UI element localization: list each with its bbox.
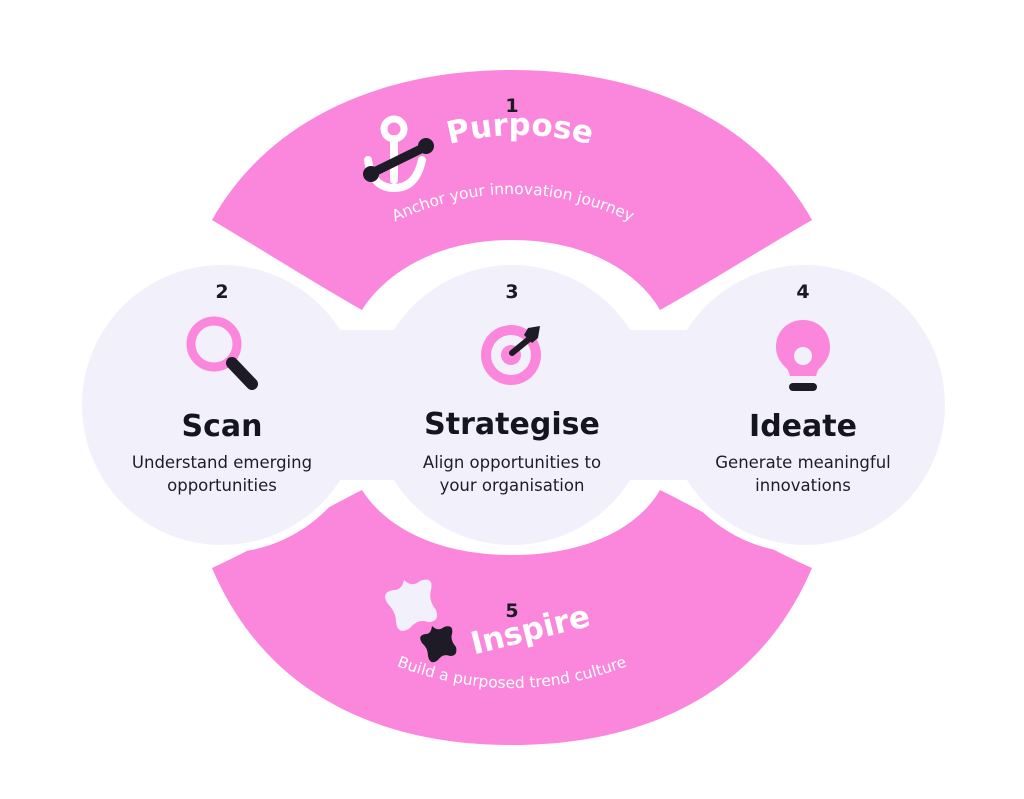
strategise-subtitle-line2: your organisation — [440, 476, 585, 495]
scan-title: Scan — [182, 409, 263, 444]
ideate-circle — [657, 257, 953, 553]
strategise-title: Strategise — [424, 407, 600, 442]
ideate-subtitle-line1: Generate meaningful — [715, 453, 890, 472]
scan-subtitle-line1: Understand emerging — [132, 453, 312, 472]
connector-left — [300, 330, 440, 480]
ideate-title: Ideate — [749, 409, 857, 444]
connector-right — [585, 330, 725, 480]
scan-subtitle-line2: opportunities — [167, 476, 277, 495]
ideate-number: 4 — [796, 281, 809, 303]
scan-circle — [74, 257, 370, 553]
inspire-number: 5 — [505, 600, 518, 622]
sparkle-icon — [385, 579, 457, 663]
inspire-segment — [212, 490, 812, 745]
strategise-subtitle-line1: Align opportunities to — [423, 453, 601, 472]
purpose-number: 1 — [505, 95, 518, 117]
anchor-icon — [363, 115, 434, 193]
purpose-segment — [212, 70, 812, 310]
ideate-subtitle-line2: innovations — [755, 476, 851, 495]
target-icon — [481, 325, 541, 385]
magnifier-icon — [186, 316, 258, 390]
scan-number: 2 — [215, 281, 228, 303]
lightbulb-icon — [776, 320, 830, 391]
strategise-number: 3 — [505, 281, 518, 303]
